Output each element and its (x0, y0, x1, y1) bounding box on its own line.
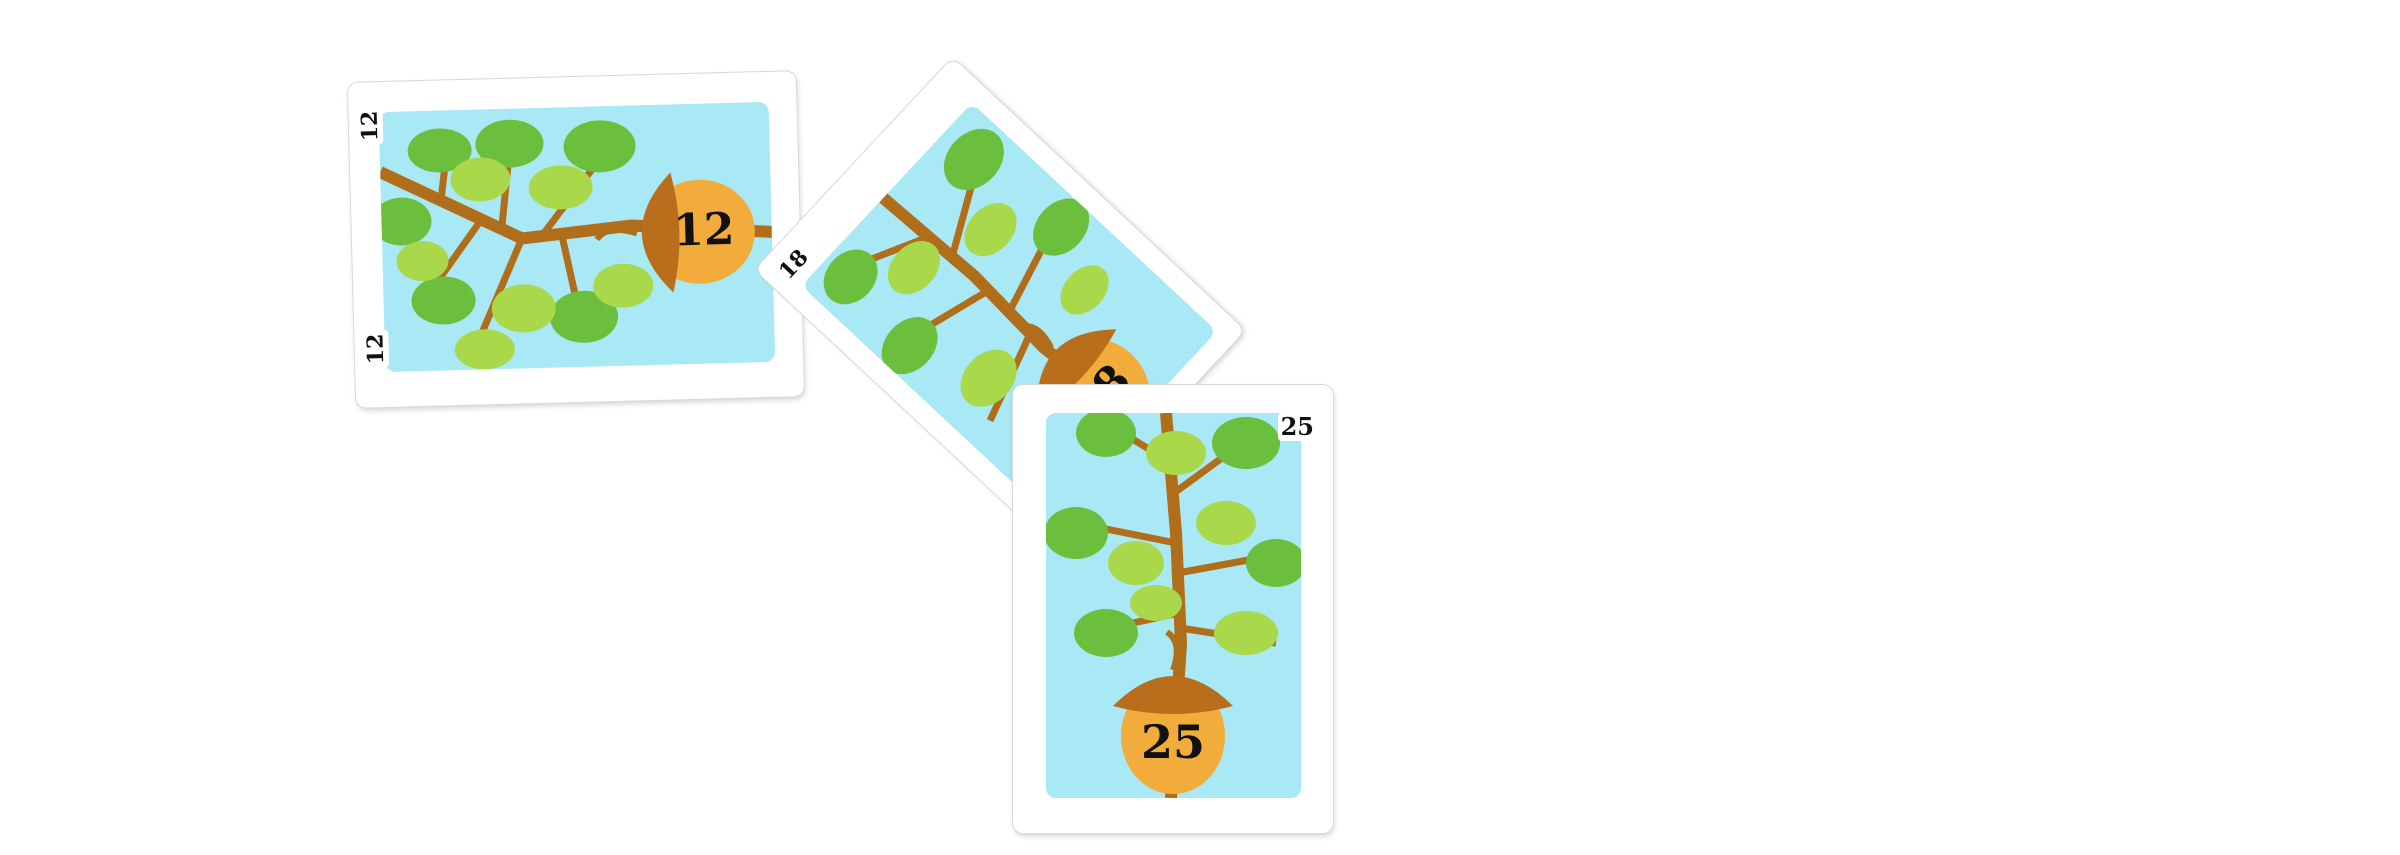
acorn-icon: 12 (594, 172, 755, 293)
oak-branch-icon: 25 (1046, 413, 1301, 798)
acorn-icon: 25 (1113, 629, 1233, 794)
card-illustration: 25 (1046, 413, 1301, 798)
card-12[interactable]: 12 12 12 (347, 71, 805, 408)
corner-value-top: 25 (1277, 413, 1317, 441)
card-25[interactable]: 25 25 (1013, 385, 1333, 833)
corner-value-top: 12 (356, 107, 384, 145)
oak-branch-icon: 12 (378, 119, 773, 370)
card-illustration: 12 (378, 101, 776, 373)
acorn-value: 25 (1141, 715, 1205, 769)
acorn-value: 12 (673, 204, 736, 257)
corner-value-bottom: 12 (362, 330, 390, 368)
